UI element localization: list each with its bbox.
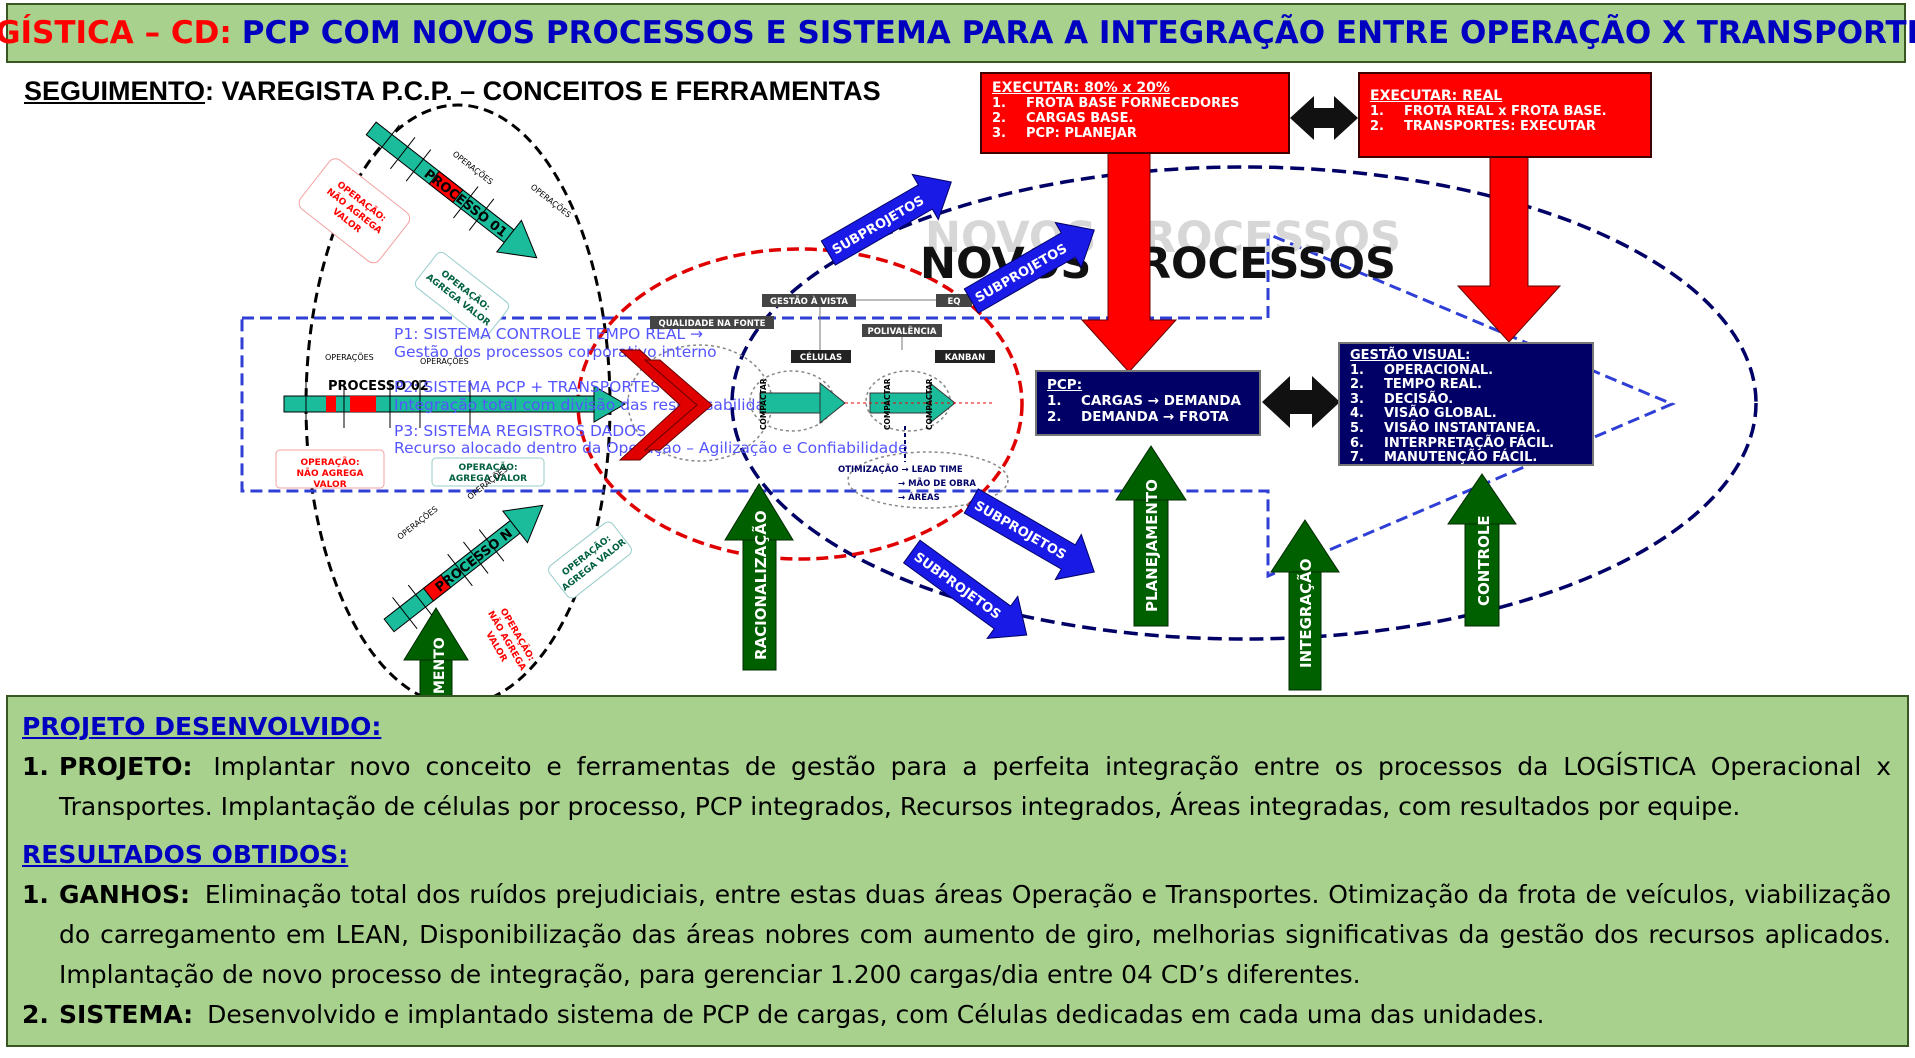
svg-text:CONTROLE: CONTROLE [1475,515,1493,606]
racionalizacao-arrow: RACIONALIZAÇÃO [724,483,794,671]
processo-02-group: PROCESSO 02 OPERAÇÕES OPERAÇÕES [283,351,626,428]
process-diagram: NOVOS PROCESSOS NOVOS PROCESSOS PROCESSO… [240,96,1758,695]
integracao-arrow: INTEGRAÇÃO [1270,519,1340,691]
title-main: PCP COM NOVOS PROCESSOS E SISTEMA PARA A… [241,15,1915,51]
segment-label: SEGUIMENTO [24,76,206,106]
svg-text:NOVOS PROCESSOS: NOVOS PROCESSOS [925,213,1401,263]
p3-title: P3: SISTEMA REGISTROS DADOS → [394,422,664,440]
resultados-item-text: Desenvolvido e implantado sistema de PCP… [207,1000,1545,1029]
pcp-item: DEMANDA → FROTA [1081,409,1229,425]
segment-text: : VAREGISTA P.C.P. – CONCEITOS E FERRAME… [205,76,881,106]
gestao-visual-item: VISÃO INSTANTANEA. [1384,420,1541,436]
projeto-item-label: PROJETO: [59,752,193,781]
results-panel: PROJETO DESENVOLVIDO: 1. PROJETO: Implan… [6,695,1909,1047]
resultados-item-text: Eliminação total dos ruídos prejudiciais… [59,880,1892,989]
p1-title: P1: SISTEMA CONTROLE TEMPO REAL → [394,325,703,343]
processo-01-label: PROCESSO 01 [421,167,510,241]
svg-text:KANBAN: KANBAN [945,353,985,363]
lean-tools: QUALIDADE NA FONTE GESTÃO À VISTA EQ POL… [650,294,995,363]
svg-text:COMPACTAR: COMPACTAR [925,378,934,430]
p2-title: P2: SISTEMA PCP + TRANSPORTES → [394,378,678,396]
resultados-heading: RESULTADOS OBTIDOS: [22,840,349,869]
svg-text:OPERAÇÃO:: OPERAÇÃO: [458,462,517,473]
otimizacao-notes: OTIMIZAÇÃO → LEAD TIME → MÃO DE OBRA → Á… [838,464,976,503]
svg-text:RACIONALIZAÇÃO: RACIONALIZAÇÃO [751,510,770,660]
projeto-item: 1. PROJETO: Implantar novo conceito e fe… [22,752,1891,821]
svg-text:EQ: EQ [947,297,960,307]
segment-line: SEGUIMENTO: VAREGISTA P.C.P. – CONCEITOS… [24,76,881,107]
pcp-item: CARGAS → DEMANDA [1081,393,1241,409]
execute-8020-box: EXECUTAR: 80% x 20% 1.FROTA BASE FORNECE… [980,72,1290,154]
gestao-visual-item: DECISÃO. [1384,391,1454,407]
gestao-visual-item: MANUTENÇÃO FÁCIL. [1384,450,1538,466]
pcp-heading: PCP: [1047,377,1083,393]
gestao-visual-heading: GESTÃO VISUAL: [1350,348,1471,363]
red-chevrons [618,349,713,461]
double-arrow-top [1290,96,1358,140]
svg-text:OTIMIZAÇÃO → LEAD TIME: OTIMIZAÇÃO → LEAD TIME [838,464,963,475]
gestao-visual-item: INTERPRETAÇÃO FÁCIL. [1384,435,1555,451]
gestao-visual-box: GESTÃO VISUAL: 1.OPERACIONAL. 2.TEMPO RE… [1338,342,1594,466]
execute-real-heading: EXECUTAR: REAL [1370,88,1503,104]
mento-arrow: MENTO [403,607,469,695]
double-arrow-middle [1262,376,1340,428]
operacoes-label-1: OPERAÇÕES [451,148,496,187]
svg-text:NÃO AGREGA: NÃO AGREGA [296,468,363,479]
resultados-item: 2. SISTEMA: Desenvolvido e implantado si… [22,1000,1545,1029]
execute-8020-heading: EXECUTAR: 80% x 20% [992,80,1170,96]
svg-text:POLIVALÊNCIA: POLIVALÊNCIA [868,325,937,337]
svg-text:PLANEJAMENTO: PLANEJAMENTO [1143,479,1161,612]
resultados-item: 1. GANHOS: Eliminação total dos ruídos p… [22,880,1892,989]
svg-text:OPERAÇÃO:: OPERAÇÃO: [300,457,359,468]
title-prefix: LOGÍSTICA – CD: [0,15,232,51]
processo-n-group: PROCESSO N [383,504,544,633]
svg-text:OPERAÇÕES: OPERAÇÕES [325,351,374,362]
red-arrow-to-pcp [1080,147,1178,373]
title-bar: LOGÍSTICA – CD: PCP COM NOVOS PROCESSOS … [0,3,1915,63]
red-arrow-to-gestao [1456,147,1562,343]
subprojetos-arrow-3: SUBPROJETOS [963,488,1095,581]
svg-text:QUALIDADE NA FONTE: QUALIDADE NA FONTE [659,319,766,329]
svg-text:CÉLULAS: CÉLULAS [800,351,842,363]
svg-text:MENTO: MENTO [432,637,448,694]
svg-text:VALOR: VALOR [313,480,346,490]
p1-sub: Gestão dos processos corporativo interno [394,343,717,361]
svg-text:SUBPROJETOS: SUBPROJETOS [830,193,927,258]
subprojetos-arrow-4: SUBPROJETOS [902,539,1028,640]
compactar-arrows: COMPACTAR COMPACTAR COMPACTAR [759,378,995,462]
svg-text:OPERAÇÕES: OPERAÇÕES [420,355,469,366]
blue-dashed-frame [240,231,1676,579]
resultados-item-label: GANHOS: [59,880,190,909]
execute-real-item: FROTA REAL x FROTA BASE. [1404,104,1607,119]
svg-text:GESTÃO À VISTA: GESTÃO À VISTA [770,295,848,307]
projeto-heading: PROJETO DESENVOLVIDO: [22,712,382,741]
svg-text:COMPACTAR: COMPACTAR [759,378,768,430]
gestao-visual-item: VISÃO GLOBAL. [1384,406,1497,422]
svg-text:SUBPROJETOS: SUBPROJETOS [971,498,1068,563]
planejamento-arrow: PLANEJAMENTO [1115,445,1187,627]
gestao-visual-item: OPERACIONAL. [1384,362,1494,378]
svg-text:COMPACTAR: COMPACTAR [883,378,892,430]
svg-text:→ ÁREAS: → ÁREAS [898,491,940,503]
execute-8020-item: PCP: PLANEJAR [1026,126,1137,141]
execute-8020-item: CARGAS BASE. [1026,111,1134,126]
pcp-box: PCP: 1.CARGAS → DEMANDA 2.DEMANDA → FROT… [1035,370,1261,436]
execute-real-item: TRANSPORTES: EXECUTAR [1404,119,1596,134]
processo-02-label: PROCESSO 02 [328,379,429,394]
operacoes-label-2: OPERAÇÕES [529,181,574,220]
gestao-visual-item: TEMPO REAL. [1384,377,1482,393]
controle-arrow: CONTROLE [1447,473,1517,627]
resultados-item-label: SISTEMA: [59,1000,194,1029]
execute-8020-item: FROTA BASE FORNECEDORES [1026,96,1240,111]
execute-real-box: EXECUTAR: REAL 1.FROTA REAL x FROTA BASE… [1358,72,1652,158]
p2-sub: Integração total com divisão das respons… [394,396,792,414]
svg-text:INTEGRAÇÃO: INTEGRAÇÃO [1296,559,1315,668]
svg-text:OPERAÇÕES: OPERAÇÕES [394,503,439,542]
svg-text:AGREGA VALOR: AGREGA VALOR [449,474,527,484]
novos-processos-ellipse [730,165,1758,641]
projeto-item-text: Implantar novo conceito e ferramentas de… [59,752,1891,821]
svg-text:→ MÃO DE OBRA: → MÃO DE OBRA [898,478,976,489]
